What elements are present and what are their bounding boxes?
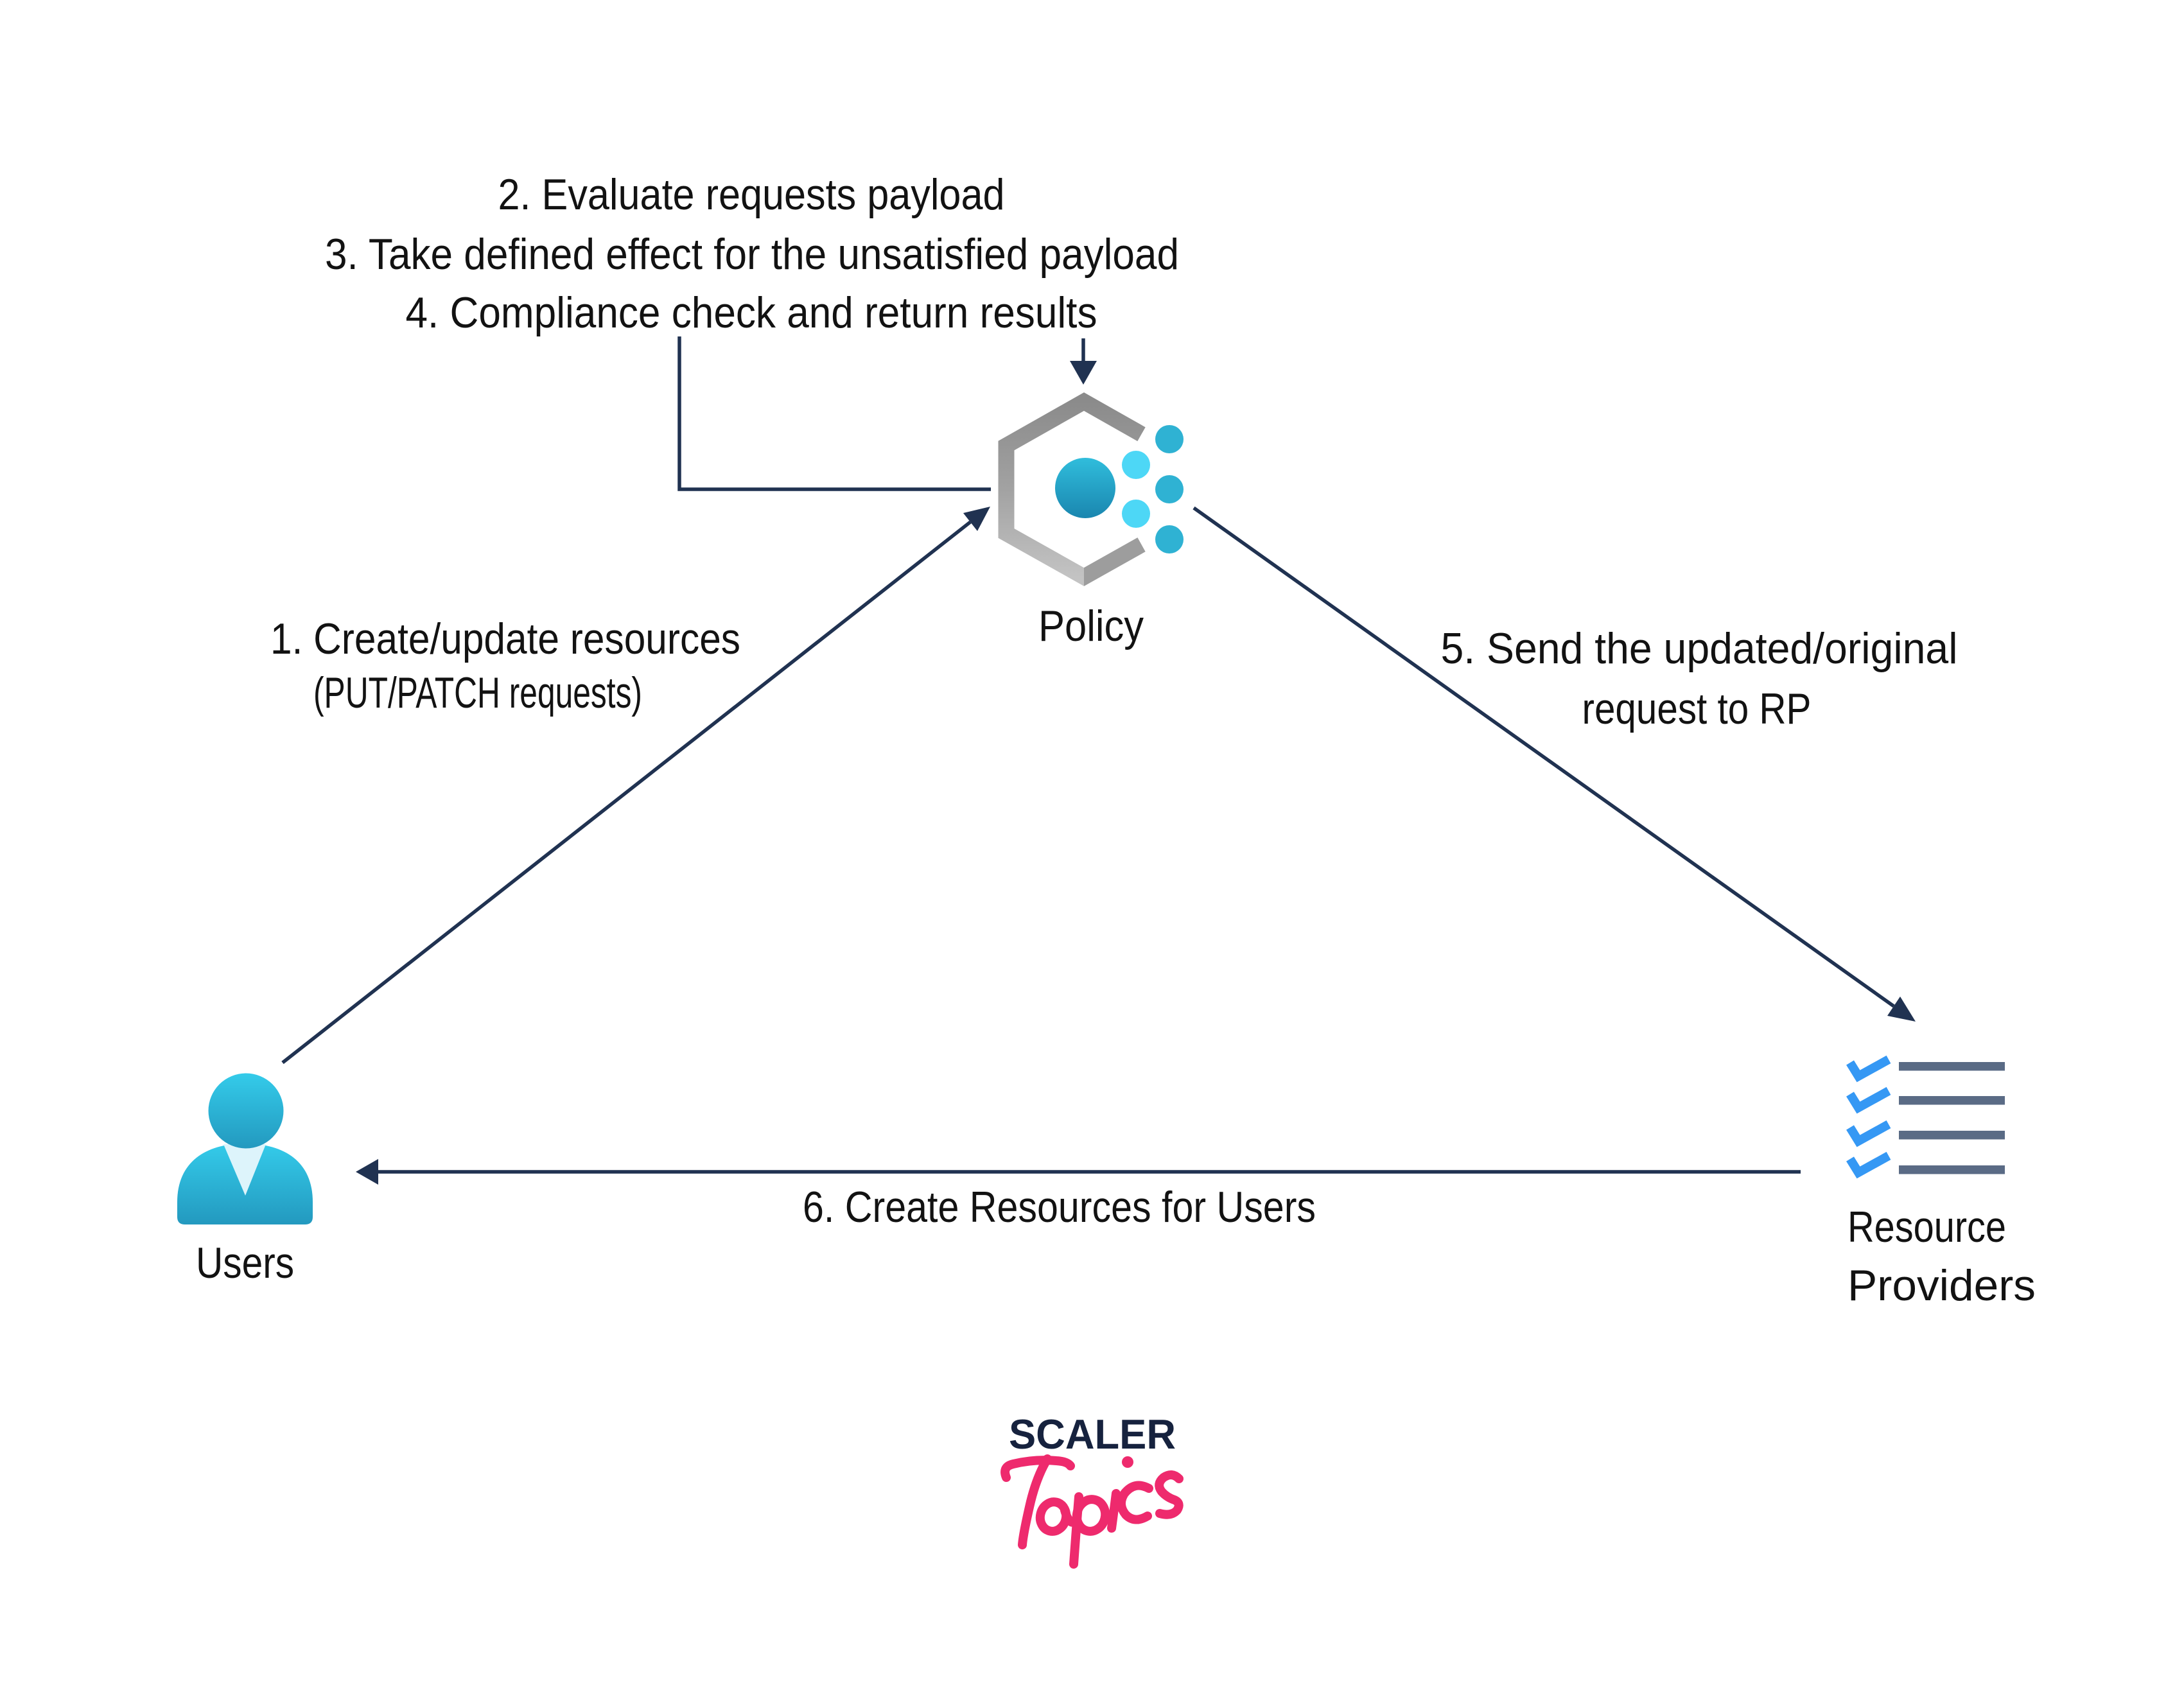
svg-text:Providers: Providers	[1848, 1261, 2036, 1310]
svg-text:6. Create Resources for Users: 6. Create Resources for Users	[803, 1183, 1316, 1232]
svg-text:2. Evaluate requests payload: 2. Evaluate requests payload	[498, 170, 1005, 219]
svg-text:Resource: Resource	[1848, 1203, 2006, 1251]
svg-text:(PUT/PATCH requests): (PUT/PATCH requests)	[313, 668, 642, 717]
svg-text:Policy: Policy	[1038, 602, 1144, 650]
svg-text:request to RP: request to RP	[1582, 684, 1812, 733]
svg-text:3. Take defined effect for the: 3. Take defined effect for the unsatisfi…	[325, 230, 1179, 279]
svg-text:1. Create/update resources: 1. Create/update resources	[270, 614, 740, 663]
svg-text:SCALER: SCALER	[1009, 1411, 1176, 1458]
svg-text:5. Send the updated/original: 5. Send the updated/original	[1441, 624, 1958, 673]
svg-text:Users: Users	[196, 1239, 294, 1287]
svg-text:4. Compliance check and return: 4. Compliance check and return results	[406, 288, 1097, 337]
